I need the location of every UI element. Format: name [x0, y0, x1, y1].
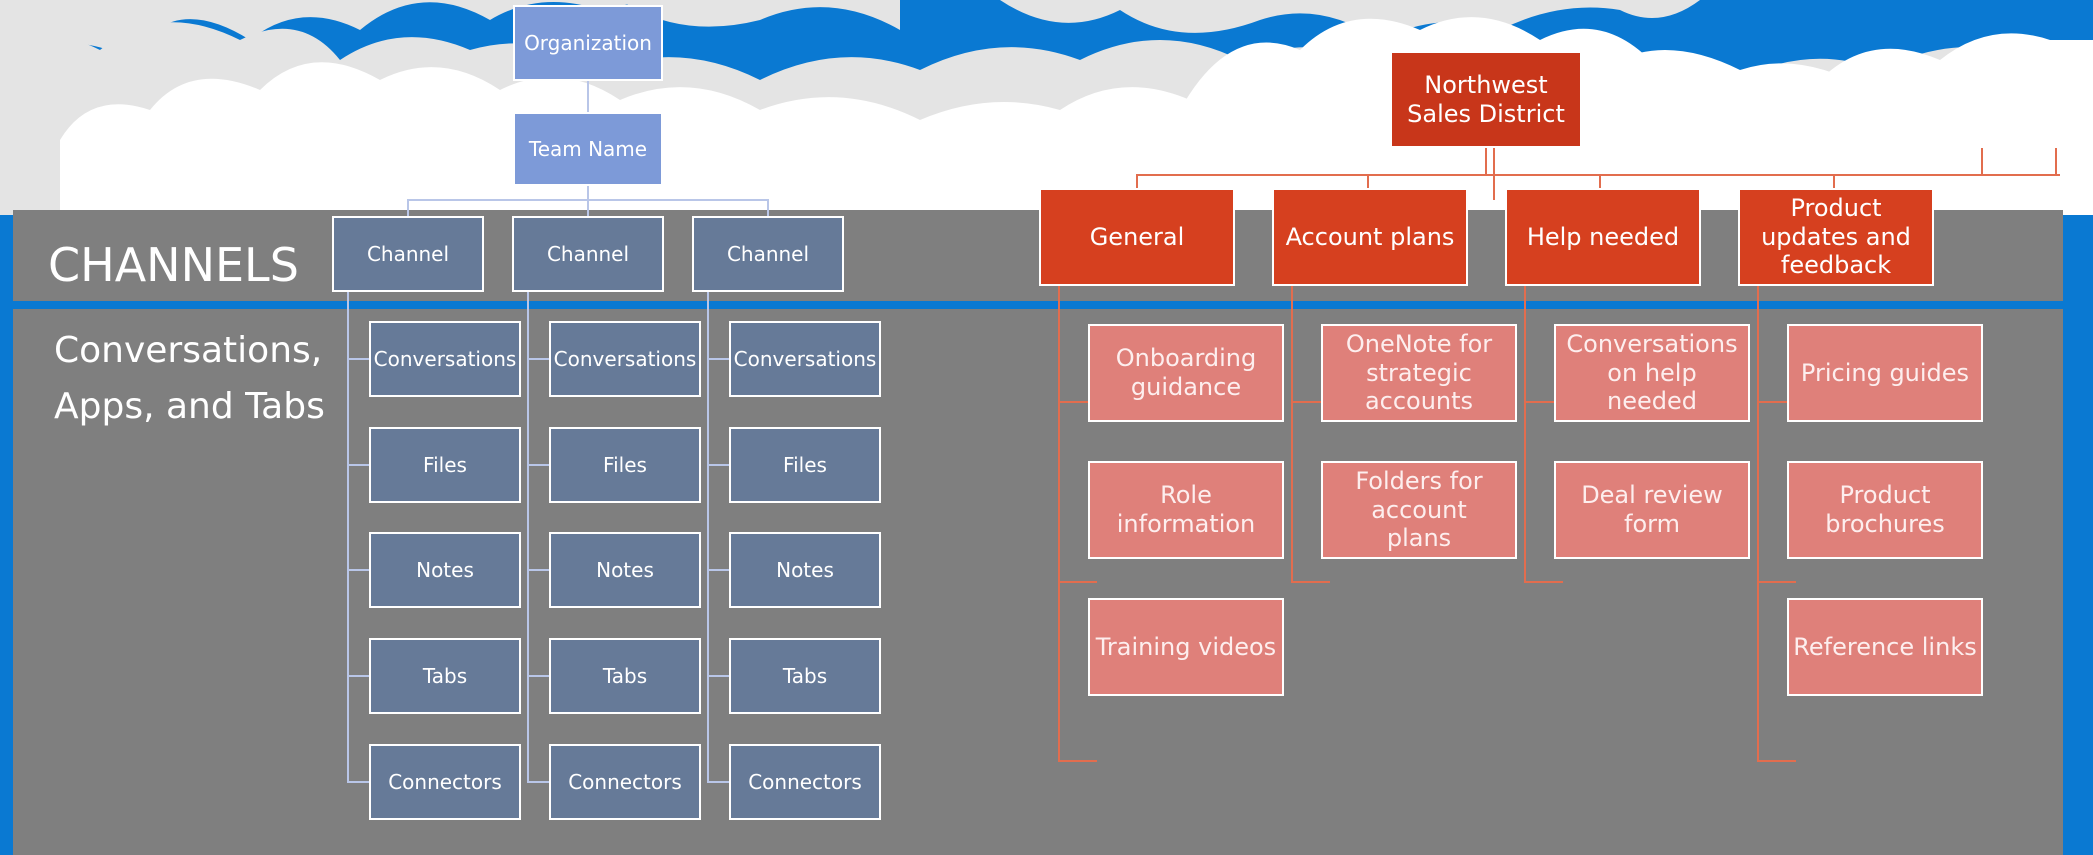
channel-product-updates: Product updates and feedback [1738, 188, 1934, 286]
channel-item-tabs: Tabs [729, 638, 881, 714]
channel-item-files: Files [729, 427, 881, 503]
channel-item-files: Files [369, 427, 521, 503]
item-onboarding-guidance: Onboarding guidance [1088, 324, 1284, 422]
channel-item-tabs: Tabs [549, 638, 701, 714]
channel-item-conversations: Conversations [369, 321, 521, 397]
channel-item-connectors: Connectors [729, 744, 881, 820]
channel-node: Channel [692, 216, 844, 292]
channel-general: General [1039, 188, 1235, 286]
team-name-node: Team Name [513, 112, 663, 186]
channel-item-notes: Notes [369, 532, 521, 608]
channel-item-connectors: Connectors [369, 744, 521, 820]
item-pricing-guides: Pricing guides [1787, 324, 1983, 422]
channel-node: Channel [512, 216, 664, 292]
channel-item-connectors: Connectors [549, 744, 701, 820]
organization-node: Organization [513, 5, 663, 81]
channel-item-conversations: Conversations [729, 321, 881, 397]
channel-item-files: Files [549, 427, 701, 503]
item-onenote-strategic-accounts: OneNote for strategic accounts [1321, 324, 1517, 422]
channels-section-label: CHANNELS [48, 238, 299, 292]
northwest-sales-district-node: Northwest Sales District [1390, 51, 1582, 148]
channel-help-needed: Help needed [1505, 188, 1701, 286]
content-section-label-line2: Apps, and Tabs [54, 386, 325, 427]
channel-account-plans: Account plans [1272, 188, 1468, 286]
channel-item-tabs: Tabs [369, 638, 521, 714]
item-training-videos: Training videos [1088, 598, 1284, 696]
channel-item-notes: Notes [729, 532, 881, 608]
item-role-information: Role information [1088, 461, 1284, 559]
channel-item-conversations: Conversations [549, 321, 701, 397]
content-section-label-line1: Conversations, [54, 330, 323, 371]
item-folders-account-plans: Folders for account plans [1321, 461, 1517, 559]
item-conversations-help-needed: Conversations on help needed [1554, 324, 1750, 422]
item-product-brochures: Product brochures [1787, 461, 1983, 559]
item-reference-links: Reference links [1787, 598, 1983, 696]
item-deal-review-form: Deal review form [1554, 461, 1750, 559]
channel-item-notes: Notes [549, 532, 701, 608]
channel-node: Channel [332, 216, 484, 292]
